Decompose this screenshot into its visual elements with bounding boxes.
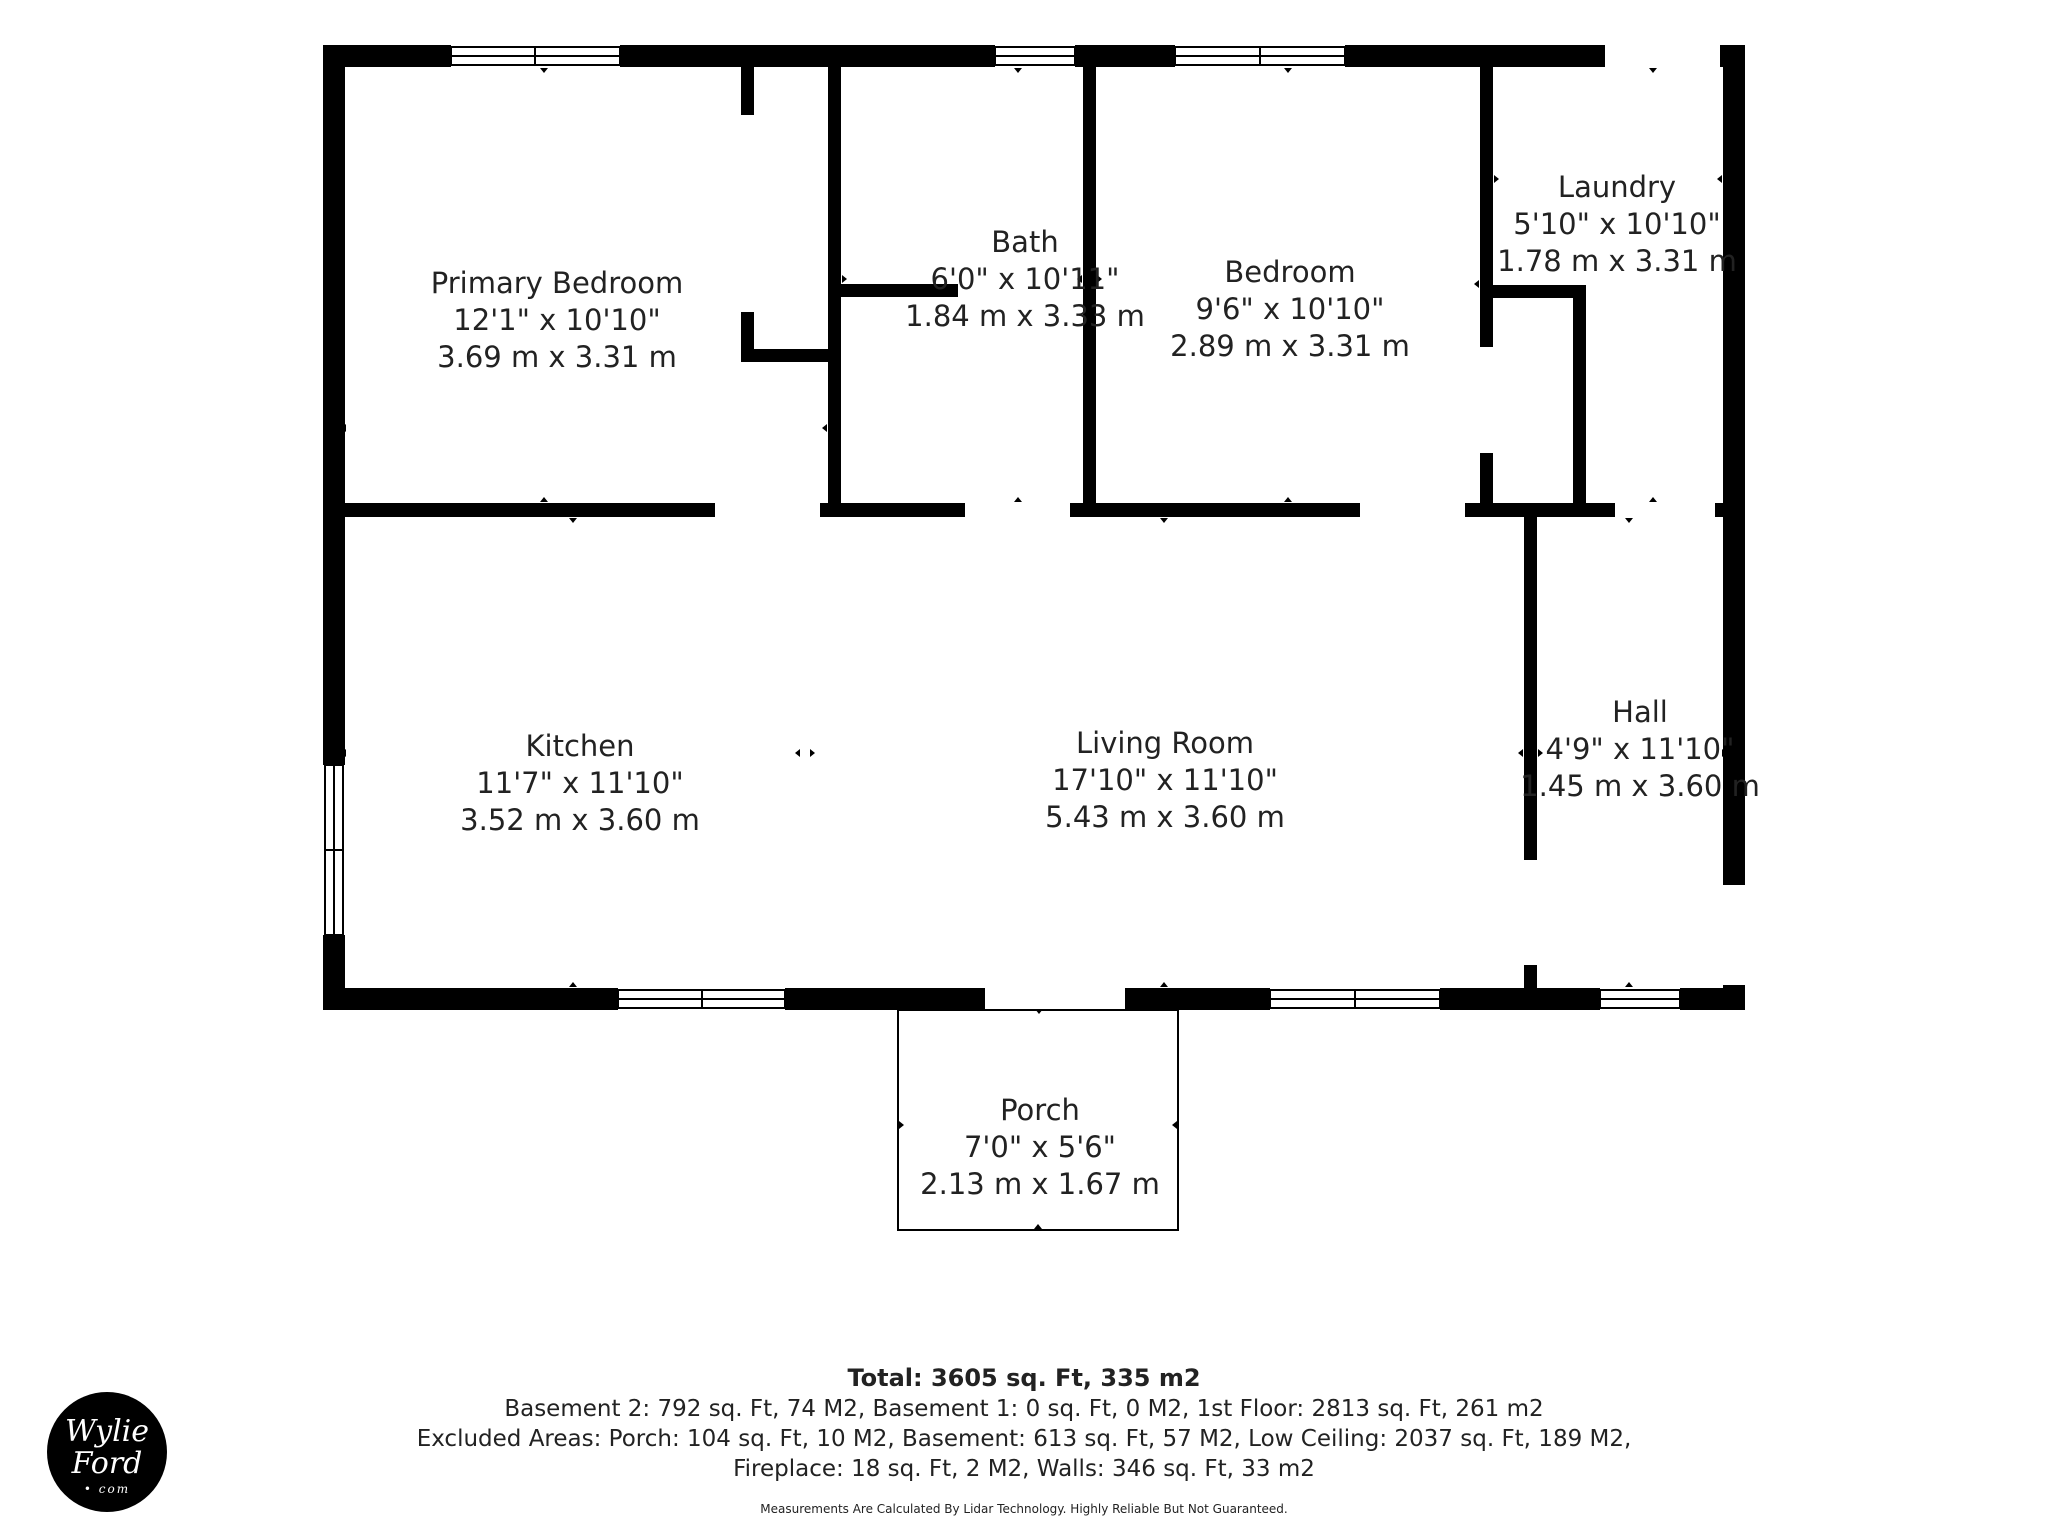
logo-line-1: Wylie — [64, 1414, 150, 1449]
bath-name: Bath — [991, 225, 1058, 259]
kitchen-metric: 3.52 m x 3.60 m — [460, 803, 700, 837]
walls — [323, 45, 1745, 1010]
living-room-name: Living Room — [1076, 726, 1254, 760]
living-room-imperial: 17'10" x 11'10" — [1052, 763, 1278, 797]
hall-imperial: 4'9" x 11'10" — [1546, 732, 1735, 766]
logo-line-2: Ford — [71, 1446, 143, 1481]
primary-bedroom-imperial: 12'1" x 10'10" — [453, 303, 660, 337]
bath-metric: 1.84 m x 3.33 m — [905, 299, 1145, 333]
windows — [324, 46, 1681, 1009]
area-breakdown-floors: Basement 2: 792 sq. Ft, 74 M2, Basement … — [504, 1396, 1544, 1422]
bedroom-imperial: 9'6" x 10'10" — [1196, 292, 1385, 326]
wylie-ford-logo: Wylie Ford • com — [47, 1392, 167, 1512]
area-excluded-line2: Fireplace: 18 sq. Ft, 2 M2, Walls: 346 s… — [733, 1456, 1315, 1482]
bath-imperial: 6'0" x 10'11" — [931, 262, 1120, 296]
room-labels: Primary Bedroom 12'1" x 10'10" 3.69 m x … — [431, 170, 1760, 1201]
hall-name: Hall — [1612, 695, 1668, 729]
kitchen-name: Kitchen — [526, 729, 635, 763]
hall-metric: 1.45 m x 3.60 m — [1520, 769, 1760, 803]
living-room-metric: 5.43 m x 3.60 m — [1045, 800, 1285, 834]
porch-imperial: 7'0" x 5'6" — [964, 1130, 1116, 1164]
laundry-imperial: 5'10" x 10'10" — [1513, 207, 1720, 241]
porch-metric: 2.13 m x 1.67 m — [920, 1167, 1160, 1201]
measure-markers — [341, 68, 1727, 1229]
area-excluded-line1: Excluded Areas: Porch: 104 sq. Ft, 10 M2… — [416, 1426, 1632, 1452]
bedroom-name: Bedroom — [1224, 255, 1355, 289]
bedroom-metric: 2.89 m x 3.31 m — [1170, 329, 1410, 363]
logo-line-3: • com — [83, 1482, 131, 1496]
laundry-name: Laundry — [1558, 170, 1676, 204]
primary-bedroom-name: Primary Bedroom — [431, 266, 683, 300]
porch-name: Porch — [1000, 1093, 1080, 1127]
lidar-disclaimer: Measurements Are Calculated By Lidar Tec… — [760, 1502, 1288, 1516]
laundry-metric: 1.78 m x 3.31 m — [1497, 244, 1737, 278]
area-total: Total: 3605 sq. Ft, 335 m2 — [847, 1364, 1201, 1392]
kitchen-imperial: 11'7" x 11'10" — [476, 766, 683, 800]
primary-bedroom-metric: 3.69 m x 3.31 m — [437, 340, 677, 374]
